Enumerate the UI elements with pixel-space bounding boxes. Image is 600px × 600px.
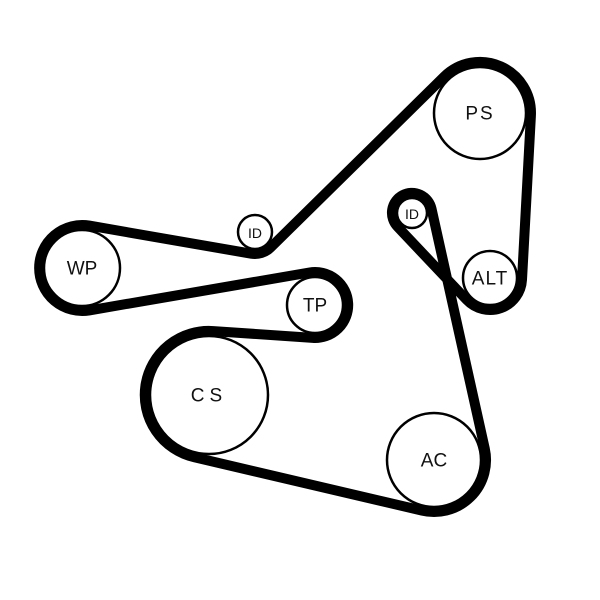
crankshaft-pulley-circle: [148, 334, 270, 456]
power-steering-pulley-label: PS: [465, 104, 494, 125]
water-pump-pulley: WP: [42, 228, 122, 308]
serpentine-belt: [34, 56, 536, 517]
idler-pulley-right-label: ID: [405, 206, 419, 222]
idler-pulley-right: ID: [395, 196, 429, 230]
idler-pulley-top: ID: [236, 213, 274, 251]
power-steering-pulley: PS: [432, 65, 528, 161]
water-pump-pulley-label: WP: [67, 259, 98, 280]
alternator-pulley-circle: [461, 249, 519, 307]
tensioner-pulley: TP: [285, 275, 345, 335]
ac-compressor-pulley: AC: [385, 411, 483, 509]
ac-compressor-pulley-circle: [385, 411, 483, 509]
idler-pulley-right-circle: [395, 196, 429, 230]
ac-compressor-pulley-label: AC: [421, 451, 447, 472]
water-pump-pulley-circle: [42, 228, 122, 308]
crankshaft-pulley-label: CS: [191, 386, 227, 407]
alternator-pulley-label: ALT: [472, 269, 508, 290]
tensioner-pulley-circle: [285, 275, 345, 335]
crankshaft-pulley: CS: [148, 334, 270, 456]
tensioner-pulley-label: TP: [303, 296, 327, 317]
alternator-pulley: ALT: [461, 249, 519, 307]
power-steering-pulley-circle: [432, 65, 528, 161]
idler-pulley-top-label: ID: [248, 225, 262, 241]
idler-pulley-top-circle: [236, 213, 274, 251]
